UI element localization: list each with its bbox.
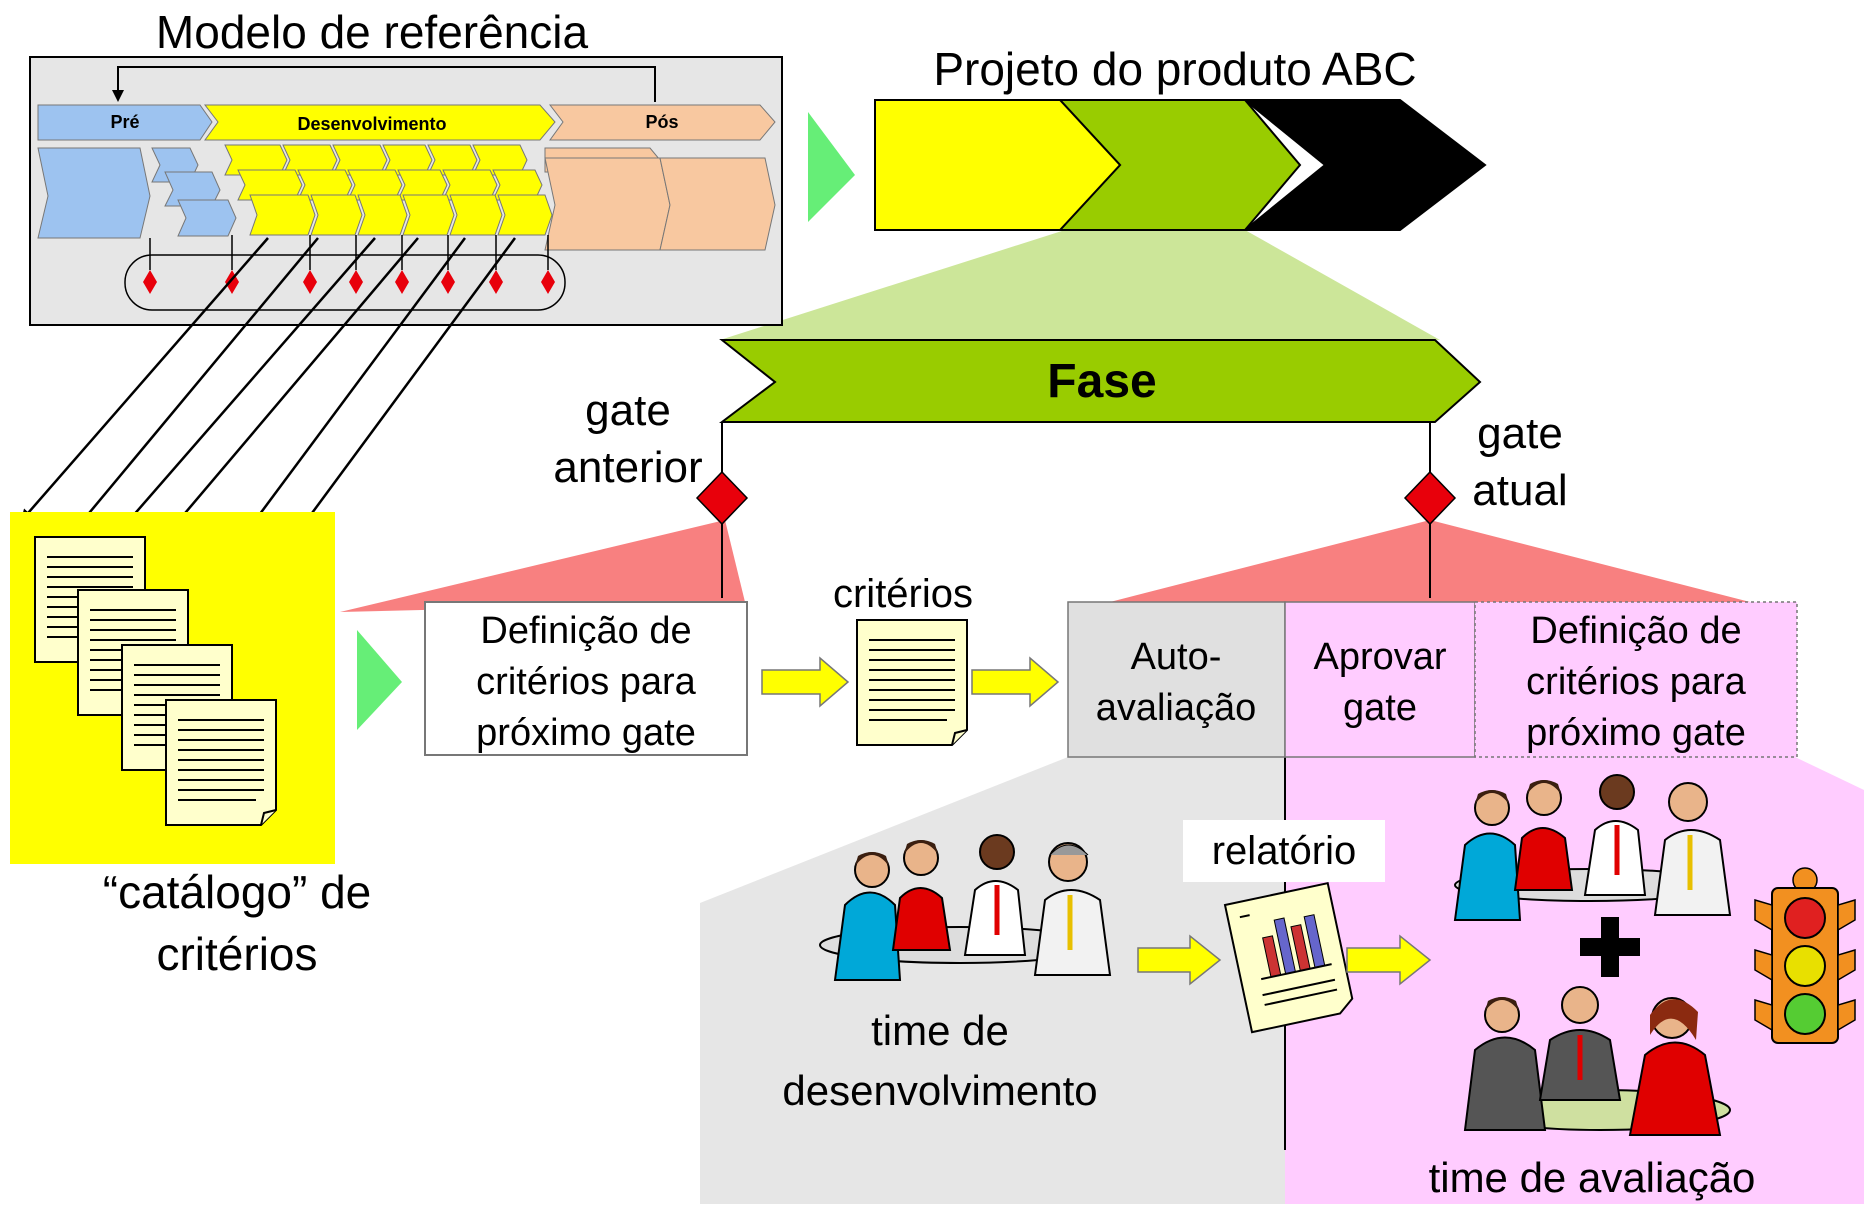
define-next-line1: Definição de — [1530, 610, 1741, 652]
report-label-bg — [1183, 820, 1385, 882]
dev-phase-chevron — [203, 104, 556, 141]
pre-phase-chevron — [37, 104, 213, 141]
catalog-arrows — [20, 237, 517, 572]
dev-team-label-line2: desenvolvimento — [782, 1067, 1097, 1114]
criteria-label: critérios — [833, 572, 973, 616]
reference-model-panel: Pré Desenvolvimento Pós — [29, 56, 783, 326]
project-phase-bar — [874, 99, 1487, 231]
define-next-line3: próximo gate — [1526, 712, 1746, 754]
eval-team-top-illustration — [1453, 774, 1732, 921]
dev-team-label-line1: time de — [871, 1007, 1009, 1054]
dev-phase-label: Desenvolvimento — [297, 114, 446, 134]
flow-arrow-3 — [1137, 934, 1222, 986]
gate-previous-line2: anterior — [553, 443, 702, 492]
eval-team-bottom-illustration — [1463, 986, 1731, 1136]
dev-team-illustration — [819, 834, 1112, 981]
define-criteria-line1: Definição de — [480, 610, 691, 652]
previous-gate-diamond — [695, 470, 749, 526]
define-criteria-line3: próximo gate — [476, 712, 696, 754]
flow-arrow-1 — [761, 656, 850, 708]
project-title: Projeto do produto ABC — [933, 43, 1416, 95]
flow-arrow-4 — [1346, 934, 1432, 986]
define-next-box — [1474, 601, 1798, 758]
phase-label: Fase — [1047, 355, 1156, 408]
pos-phase-chevron — [548, 104, 776, 141]
approve-gate-line1: Aprovar — [1313, 636, 1446, 678]
pre-phase-label: Pré — [110, 112, 139, 132]
traffic-light-icon — [1754, 867, 1856, 1044]
catalog-doc-4 — [165, 699, 277, 826]
report-label: relatório — [1212, 829, 1357, 873]
define-criteria-line2: critérios para — [476, 661, 696, 703]
gate-current-line1: gate — [1477, 409, 1563, 458]
approve-gate-line2: gate — [1343, 687, 1417, 729]
arrow-to-project — [808, 112, 855, 222]
eval-team-label: time de avaliação — [1429, 1154, 1756, 1201]
criteria-doc — [856, 619, 968, 746]
define-criteria-box — [424, 601, 748, 756]
phase-chevron — [719, 339, 1482, 423]
arrow-to-definition — [357, 630, 402, 730]
flow-arrow-2 — [971, 656, 1060, 708]
gate-previous-line1: gate — [585, 386, 671, 435]
self-assessment-line1: Auto- — [1131, 636, 1222, 678]
catalog-label-line1: “catálogo” de — [103, 866, 372, 918]
report-document — [1223, 881, 1354, 1034]
gate-current-line2: atual — [1472, 466, 1567, 515]
reference-model-title: Modelo de referência — [156, 6, 589, 58]
current-gate-diamond — [1403, 470, 1457, 526]
catalog-label-line2: critérios — [156, 928, 317, 980]
self-assessment-box — [1067, 601, 1286, 758]
phase-zoom-wedge — [720, 230, 1440, 340]
previous-gate-wedge — [340, 520, 745, 612]
pos-phase-label: Pós — [645, 112, 678, 132]
dev-team-region — [700, 757, 1285, 1204]
plus-sign — [1580, 917, 1640, 977]
approve-gate-box — [1284, 601, 1476, 758]
define-next-line2: critérios para — [1526, 661, 1746, 703]
self-assessment-line2: avaliação — [1096, 687, 1257, 729]
